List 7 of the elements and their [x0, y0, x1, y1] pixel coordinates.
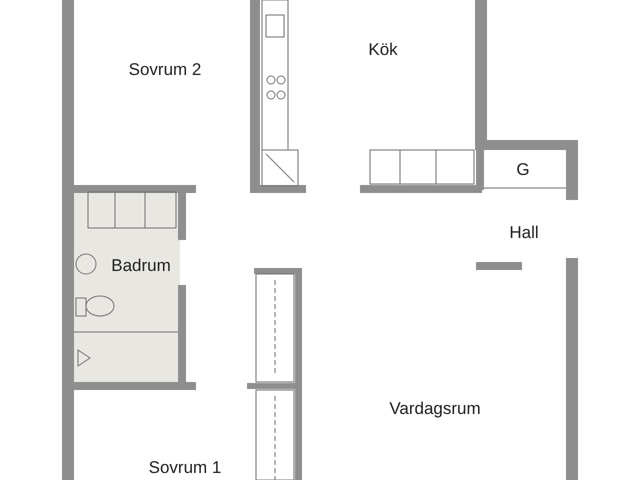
- room-label: Sovrum 1: [148, 458, 222, 478]
- room-label: Kök: [368, 40, 398, 60]
- room-label: Vardagsrum: [389, 399, 481, 419]
- room-label: G: [516, 160, 530, 180]
- room-label: Hall: [509, 223, 539, 243]
- room-label: Sovrum 2: [128, 60, 202, 80]
- room-label: Badrum: [111, 256, 171, 276]
